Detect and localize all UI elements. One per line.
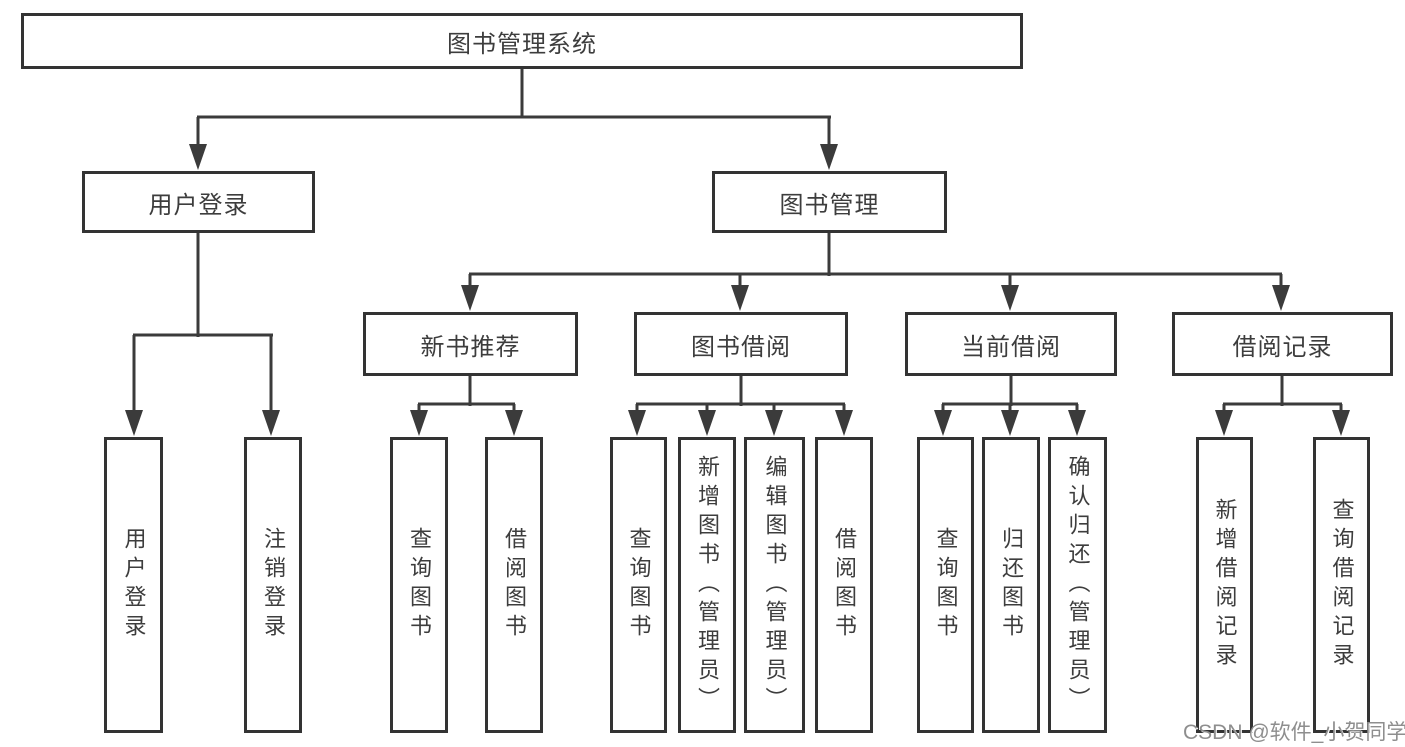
arrowhead-icon: [765, 410, 783, 436]
csdn-watermark: CSDN @软件_小贺同学: [1183, 721, 1405, 744]
node-root-system: 图书管理系统: [21, 13, 1023, 69]
arrowhead-icon: [698, 410, 716, 436]
node-query-books-3: 查询图书: [917, 437, 974, 733]
arrowhead-icon: [505, 410, 523, 436]
node-borrow-books-1: 借阅图书: [485, 437, 543, 733]
arrowhead-icon: [731, 285, 749, 311]
node-confirm-return-admin: 确认归还（管理员）: [1048, 437, 1107, 733]
node-label: 编辑图书（管理员）: [762, 454, 788, 716]
node-return-books: 归还图书: [982, 437, 1040, 733]
node-logout-action: 注销登录: [244, 437, 302, 733]
arrowhead-icon: [125, 410, 143, 436]
arrowhead-icon: [262, 410, 280, 436]
arrowhead-icon: [461, 285, 479, 311]
node-label: 新增借阅记录: [1212, 498, 1238, 672]
node-label: 当前借阅: [961, 333, 1061, 361]
arrowhead-icon: [1001, 410, 1019, 436]
node-label: 查询图书: [626, 527, 652, 643]
node-label: 图书管理: [779, 191, 880, 219]
node-label: 注销登录: [261, 527, 286, 643]
node-query-books-1: 查询图书: [390, 437, 448, 733]
node-borrow-books-2: 借阅图书: [815, 437, 873, 733]
node-label: 新增图书（管理员）: [695, 454, 720, 716]
node-label: 用户登录: [121, 527, 147, 643]
node-label: 确认归还（管理员）: [1065, 454, 1091, 716]
node-add-books-admin: 新增图书（管理员）: [678, 437, 736, 733]
node-new-book-recommend: 新书推荐: [363, 312, 578, 376]
node-label: 查询图书: [933, 527, 959, 643]
node-label: 借阅图书: [502, 527, 527, 643]
node-label: 图书借阅: [691, 333, 791, 361]
arrowhead-icon: [1215, 410, 1233, 436]
node-add-borrow-record: 新增借阅记录: [1196, 437, 1253, 733]
arrowhead-icon: [1272, 285, 1290, 311]
node-query-borrow-record: 查询借阅记录: [1313, 437, 1370, 733]
arrowhead-icon: [1068, 410, 1086, 436]
node-label: 查询借阅记录: [1329, 498, 1355, 672]
node-label: 借阅记录: [1232, 333, 1333, 361]
arrowhead-icon: [835, 410, 853, 436]
arrowhead-icon: [410, 410, 428, 436]
arrowhead-icon: [934, 410, 952, 436]
node-label: 借阅图书: [832, 527, 857, 643]
node-borrow-records: 借阅记录: [1172, 312, 1393, 376]
node-book-borrow: 图书借阅: [634, 312, 848, 376]
node-book-management: 图书管理: [712, 171, 947, 233]
node-label: 用户登录: [148, 191, 249, 219]
node-user-login: 用户登录: [82, 171, 315, 233]
node-query-books-2: 查询图书: [610, 437, 667, 733]
arrowhead-icon: [1332, 410, 1350, 436]
node-label: 归还图书: [999, 527, 1024, 643]
node-label: 新书推荐: [420, 333, 521, 361]
arrowhead-icon: [189, 144, 207, 170]
arrowhead-icon: [820, 144, 838, 170]
node-user-login-action: 用户登录: [104, 437, 163, 733]
arrowhead-icon: [1001, 285, 1019, 311]
node-edit-books-admin: 编辑图书（管理员）: [744, 437, 805, 733]
arrowhead-icon: [628, 410, 646, 436]
node-label: 图书管理系统: [447, 30, 597, 58]
node-label: 查询图书: [407, 527, 432, 643]
node-current-borrow: 当前借阅: [905, 312, 1117, 376]
